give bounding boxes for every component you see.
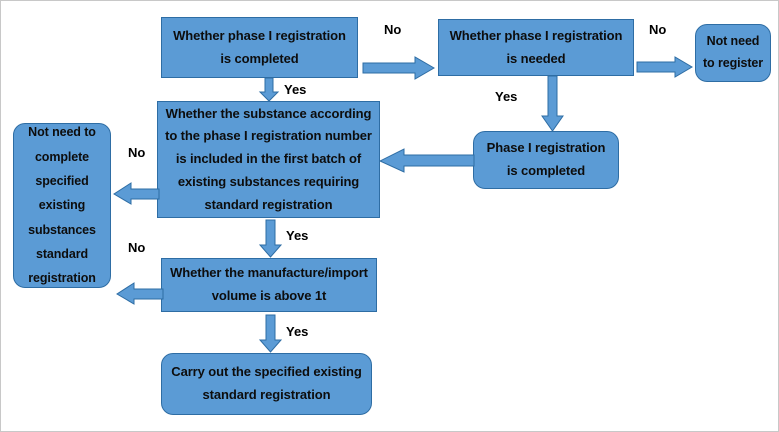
node-label: Not need to complete specified existing … (28, 125, 96, 286)
arrow-first-batch-no-to-not-need-complete (113, 182, 160, 205)
edge-label-yes-first-batch: Yes (286, 228, 309, 243)
node-not-need-complete-standard-registration[interactable]: Not need to complete specified existing … (13, 123, 111, 288)
node-label: Phase I registration is completed (486, 140, 606, 178)
node-label: Whether the manufacture/import volume is… (170, 265, 368, 303)
node-phase1-needed-question[interactable]: Whether phase I registration is needed (438, 19, 634, 76)
node-not-need-to-register[interactable]: Not need to register (695, 24, 771, 82)
edge-label-no-first-batch: No (128, 145, 146, 160)
edge-label-yes-phase1-completed: Yes (284, 82, 307, 97)
arrow-first-batch-yes-to-volume (258, 219, 283, 258)
node-label: Not need to register (702, 34, 764, 70)
edge-label-no-volume: No (128, 240, 146, 255)
node-first-batch-question[interactable]: Whether the substance according to the p… (157, 101, 380, 218)
arrow-needed-to-not-register (636, 56, 693, 78)
arrow-needed-to-registration-completed (541, 75, 564, 132)
edge-label-no-top: No (384, 22, 402, 37)
edge-label-yes-phase1-needed: Yes (495, 89, 518, 104)
node-phase1-completed-question[interactable]: Whether phase I registration is complete… (161, 17, 358, 78)
node-label: Whether phase I registration is needed (449, 27, 623, 66)
arrow-completed-to-needed (362, 56, 435, 80)
edge-label-no-register: No (649, 22, 667, 37)
node-label: Carry out the specified existing standar… (171, 364, 362, 402)
node-carry-out-standard-registration[interactable]: Carry out the specified existing standar… (161, 353, 372, 415)
arrow-volume-yes-to-carry-out (258, 314, 283, 353)
node-label: Whether phase I registration is complete… (173, 27, 346, 66)
node-volume-question[interactable]: Whether the manufacture/import volume is… (161, 258, 377, 312)
arrow-volume-no-to-not-need-complete (116, 282, 164, 305)
node-phase1-registration-completed[interactable]: Phase I registration is completed (473, 131, 619, 189)
node-label: Whether the substance according to the p… (165, 105, 372, 212)
edge-label-yes-volume: Yes (286, 324, 309, 339)
arrow-registration-completed-to-first-batch (378, 148, 475, 173)
arrow-completed-to-first-batch (258, 77, 280, 102)
